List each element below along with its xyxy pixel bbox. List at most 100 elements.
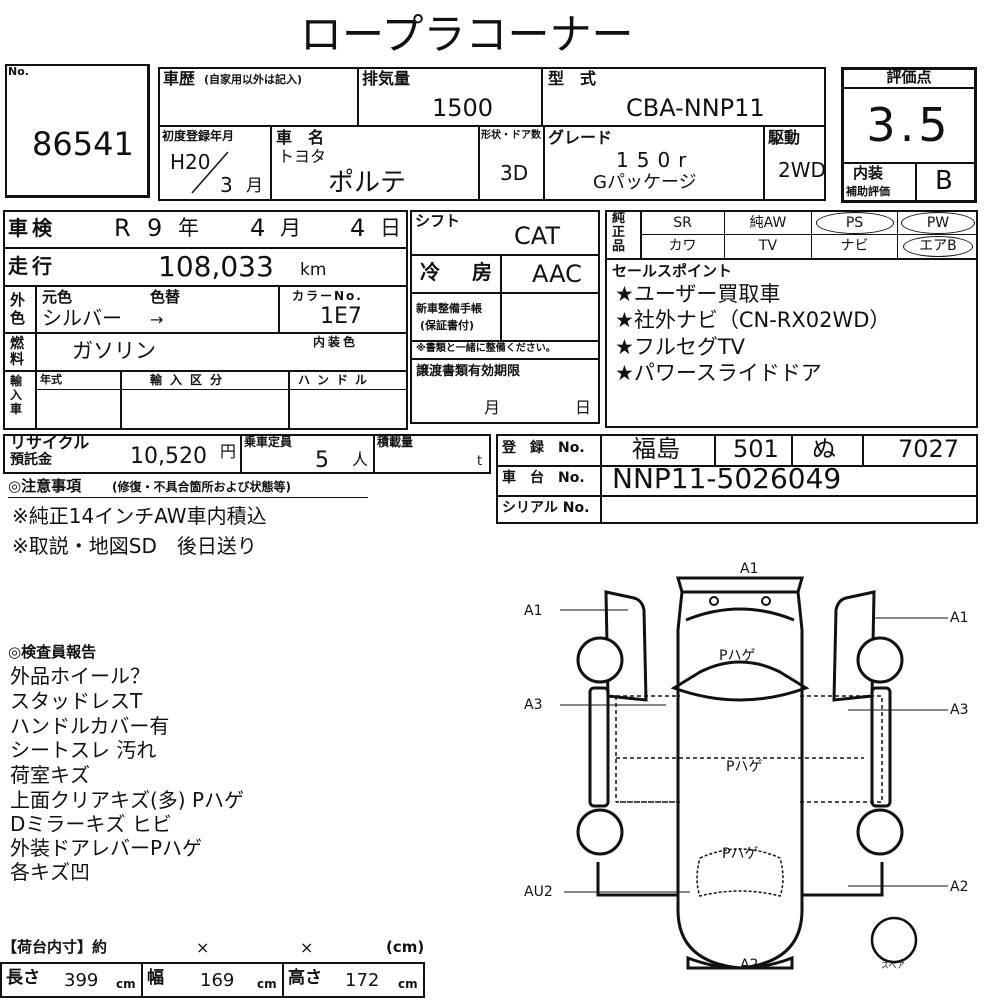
grade-line1: 150r [616, 148, 695, 172]
car-name-label: 車 名 [276, 128, 325, 147]
notes-sub: (修復・不具合箇所および状態等) [112, 480, 291, 494]
displacement-label: 排気量 [362, 69, 411, 88]
load-label: 積載量 [377, 435, 414, 449]
inspection-month: 4 [250, 214, 266, 242]
import-handle-label: ハンドル [298, 373, 375, 387]
fuel-value: ガソリン [72, 339, 156, 363]
exterior-color-side-label: 外色 [10, 291, 26, 327]
color-arrow: → [150, 310, 164, 329]
equip-ps-circle [816, 212, 894, 234]
cargo-height-unit: cm [398, 977, 418, 991]
cargo-width-unit: cm [257, 977, 277, 991]
score-value: 3.5 [866, 98, 952, 152]
chassis-value: NNP11-5026049 [612, 462, 842, 495]
sales-point-1: ★ユーザー買取車 [615, 282, 781, 306]
inspection-day: 4 [350, 214, 366, 242]
equip-power-steering: PS [845, 215, 864, 231]
note-line-2: ※取説・地図SD 後日送り [12, 534, 257, 558]
chassis-label: 車 台 No. [502, 470, 585, 486]
orig-color-label: 元色 [42, 288, 73, 306]
lot-label: No. [8, 65, 29, 78]
recycle-label2: 預託金 [10, 452, 52, 468]
sales-point-2: ★社外ナビ（CN-RX02WD） [615, 308, 891, 332]
color-code-value: 1E7 [320, 304, 362, 329]
registration-region: 福島 [632, 435, 680, 463]
equip-alloy-wheel: 純AW [749, 215, 787, 231]
shift-label: シフト [415, 212, 461, 230]
diagram-code-left-mid: A3 [524, 697, 543, 713]
equip-sunroof: SR [673, 215, 692, 231]
inspection-year-unit: 年 [178, 216, 199, 240]
serial-label: シリアル No. [502, 500, 590, 516]
shift-value: CAT [514, 222, 560, 250]
equipment-table [605, 210, 978, 428]
inspector-line-4: シートスレ 汚れ [10, 738, 157, 762]
inspector-line-9: 各キズ凹 [10, 860, 90, 884]
diagram-code-top: A1 [740, 561, 759, 577]
aircon-label: 冷 房 [420, 260, 498, 284]
first-reg-slash [191, 151, 229, 194]
note-line-1: ※純正14インチAW車内積込 [12, 504, 267, 528]
shift-aircon-table [410, 210, 600, 424]
equip-power-window: PW [926, 215, 950, 231]
lot-number: 86541 [32, 125, 134, 163]
diagram-spare-label: スペア [881, 961, 905, 970]
orig-color-value: シルバー [42, 306, 122, 330]
model-code-value: CBA-NNP11 [626, 94, 765, 122]
capacity-value: 5 [315, 448, 329, 473]
interior-color-label: 内装色 [313, 335, 359, 349]
registration-kana: ぬ [812, 435, 836, 463]
model-code-label: 型 式 [548, 69, 597, 88]
doc-expiry-month-unit: 月 [484, 398, 501, 417]
diagram-code-left-bottom: AU2 [524, 884, 553, 900]
inspector-line-2: スタッドレスT [10, 689, 143, 713]
import-side-label: 輸入車 [10, 374, 23, 416]
recycle-row [3, 434, 491, 474]
drive-value: 2WD [778, 158, 826, 182]
capacity-unit: 人 [352, 450, 369, 469]
score-box [841, 67, 977, 203]
manual-label2: (保証書付) [420, 319, 475, 332]
cargo-height-value: 172 [345, 970, 380, 991]
body-doors-label: 形状・ドア数 [481, 130, 541, 141]
drive-label: 駆動 [768, 128, 801, 147]
equip-navi: ナビ [840, 238, 869, 254]
cargo-length-label: 長さ [6, 968, 40, 988]
cargo-width-label: 幅 [147, 968, 164, 988]
registration-table [496, 434, 978, 524]
cargo-unit: (cm) [386, 938, 425, 956]
grade-line2: Gパッケージ [593, 172, 697, 193]
first-reg-month-unit: 月 [246, 176, 263, 196]
cargo-height-label: 高さ [288, 968, 322, 988]
load-unit: t [477, 454, 483, 469]
cargo-label: 【荷台内寸】約 [2, 938, 108, 956]
doc-expiry-day-unit: 日 [575, 398, 592, 417]
mileage-value: 108,033 [158, 250, 274, 283]
interior-score-label: 内装 [853, 164, 884, 182]
diagram-code-right-top: A1 [950, 610, 969, 626]
car-name: ポルテ [328, 168, 407, 198]
diagram-code-right-bottom: A2 [950, 879, 969, 895]
first-reg-label: 初度登録年月 [162, 129, 235, 143]
notes-label: ◎注意事項 [8, 477, 82, 495]
inspection-label: 車検 [8, 216, 56, 240]
cargo-length-value: 399 [64, 970, 99, 991]
import-year-label: 年式 [40, 373, 62, 386]
diagram-code-left-top: A1 [524, 603, 543, 619]
grade-label: グレード [548, 128, 613, 147]
cargo-dimension-table [0, 962, 425, 998]
sales-point-4: ★パワースライドドア [615, 361, 822, 385]
diagram-note-rear: Pハゲ [722, 846, 759, 862]
first-reg-month: 3 [220, 173, 233, 197]
diagram-note-roof: Pハゲ [726, 759, 763, 775]
vehicle-basic-table [158, 67, 826, 201]
interior-score-value: B [935, 166, 953, 196]
inspector-line-8: 外装ドアレバーPハゲ [10, 836, 203, 860]
inspector-line-6: 上面クリアキズ(多) Pハゲ [10, 788, 245, 812]
equip-tv: TV [758, 238, 778, 254]
diagram-code-bottom: A2 [740, 957, 759, 973]
import-class-label: 輸入区分 [150, 373, 231, 387]
interior-score-sub: 補助評価 [846, 185, 890, 198]
history-note: (自家用以外は記入) [204, 73, 303, 86]
fuel-side-label: 燃料 [10, 336, 24, 368]
